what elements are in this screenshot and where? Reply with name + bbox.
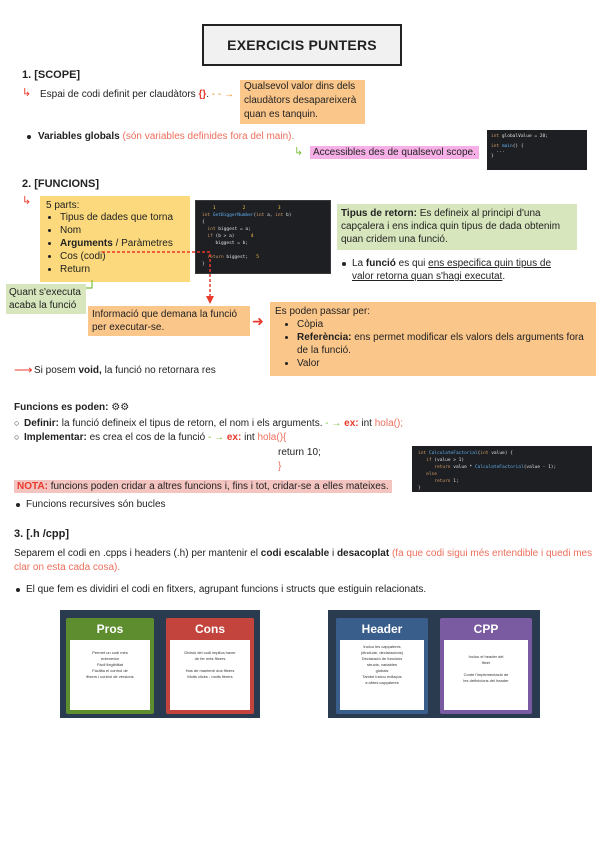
right-arrow-icon: ➜ xyxy=(252,313,264,329)
bullet xyxy=(342,262,346,266)
cons-title: Cons xyxy=(195,622,225,636)
void-note: Si posem void, la funció no retornara re… xyxy=(34,365,216,376)
part-item: Arguments / Paràmetres xyxy=(60,237,184,250)
header-cpp-card: Header Inclou les capçaleres(#include, d… xyxy=(328,610,540,718)
part-item: Cos (codi) xyxy=(60,250,184,263)
circle-bullet: ○ xyxy=(14,418,20,428)
green-arrow-icon xyxy=(86,280,93,289)
accessible-box: Accessibles des de qualsevol scope. xyxy=(310,146,479,159)
return-arrow-icon: ↳ xyxy=(294,146,304,158)
return-arrow-icon: ↳ xyxy=(22,195,32,207)
part-item: Nom xyxy=(60,224,184,237)
hcpp-paragraph: Separem el codi en .cpps i headers (.h) … xyxy=(14,548,593,573)
info-box: Informació que demana la funció per exec… xyxy=(88,306,250,336)
retorn-box: Tipus de retorn: Es defineix al principi… xyxy=(337,204,577,250)
part-item: Return xyxy=(60,263,184,276)
pass-box: Es poden passar per: Còpia Referència: e… xyxy=(270,302,596,376)
scope-note-box: Qualsevol valor dins dels claudàtors des… xyxy=(240,80,365,124)
header-title: Header xyxy=(361,622,403,636)
global-code-snippet: int globalValue = 20; int main() { ...} xyxy=(487,130,587,170)
parts-box: 5 parts: Tipus de dades que torna Nom Ar… xyxy=(40,196,190,282)
function-code-snippet: 1 2 3 int GetBiggerNumber(int a, int b) … xyxy=(195,200,331,274)
funcions-heading: 2. [FUNCIONS] xyxy=(22,178,99,190)
return-arrow-icon: ↳ xyxy=(22,87,32,99)
bullet xyxy=(16,503,20,507)
pass-item: Valor xyxy=(297,357,591,370)
cpp-title: CPP xyxy=(473,622,499,636)
pass-item: Referència: ens permet modificar els val… xyxy=(297,331,591,357)
header-body: Inclou les capçaleres(#include, declarac… xyxy=(340,640,424,710)
bullet xyxy=(16,588,20,592)
poden-title: Funcions es poden: ⚙⚙ xyxy=(14,402,130,413)
hcpp-heading: 3. [.h /cpp] xyxy=(14,528,69,540)
implementar-line: Implementar: es crea el cos de la funció… xyxy=(24,432,287,443)
nota-box: NOTA: funcions poden cridar a altres fun… xyxy=(14,480,392,493)
return-example: return 10; xyxy=(278,447,321,458)
close-brace: } xyxy=(278,461,282,472)
scope-definition: Espai de codi definit per claudàtors {}.… xyxy=(40,89,235,100)
hcpp-bullet: El que fem es dividiri el codi en fitxer… xyxy=(26,584,427,595)
retorn-bullet: La funció es qui ens especifica quin tip… xyxy=(352,258,552,282)
scope-heading: 1. [SCOPE] xyxy=(22,69,81,81)
page-title: EXERCICIS PUNTERS xyxy=(202,24,402,66)
gears-icon: ⚙⚙ xyxy=(111,402,130,413)
right-arrow-icon: ⟶ xyxy=(14,362,33,377)
bullet xyxy=(27,135,31,139)
header-panel: Header Inclou les capçaleres(#include, d… xyxy=(336,618,428,714)
globals-line: Variables globals (són variables definid… xyxy=(38,131,295,142)
pass-item: Còpia xyxy=(297,318,591,331)
connector-arrow xyxy=(102,251,214,304)
circle-bullet: ○ xyxy=(14,432,20,442)
definir-line: Definir: la funció defineix el tipus de … xyxy=(24,418,404,429)
pros-title: Pros xyxy=(96,622,124,636)
part-item: Tipus de dades que torna xyxy=(60,211,184,224)
recursive-code-snippet: int CalculateFactorial(int value) { if (… xyxy=(412,446,592,492)
quant-box: Quant s'executa acaba la funció xyxy=(6,284,86,314)
recursive-note: Funcions recursives són bucles xyxy=(26,499,166,510)
